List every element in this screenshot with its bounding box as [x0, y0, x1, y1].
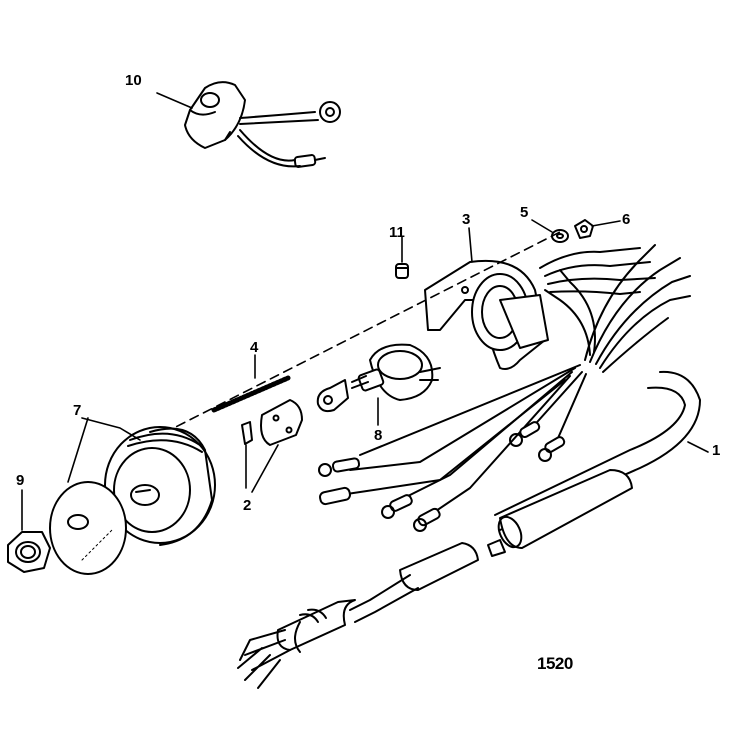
callout-8: 8 — [374, 427, 383, 444]
callout-3: 3 — [462, 211, 471, 228]
callout-9: 9 — [16, 472, 25, 489]
callout-2: 2 — [243, 497, 252, 514]
callout-4: 4 — [250, 339, 259, 356]
callout-1: 1 — [712, 442, 721, 459]
part-9-nut — [7, 531, 51, 573]
part-7-housing — [104, 426, 216, 546]
leader-lines — [21, 92, 709, 531]
part-8-ignition-switch — [316, 343, 441, 413]
part-6-nut — [574, 219, 594, 239]
callout-5: 5 — [520, 204, 529, 221]
part-4-spring — [211, 375, 291, 413]
callout-7: 7 — [73, 402, 82, 419]
part-1-wiring-harness — [237, 244, 701, 689]
part-3-bracket — [424, 259, 549, 370]
part-5-washer — [551, 229, 569, 243]
part-7-decal-plate — [49, 481, 127, 575]
assembly-center-line — [149, 231, 561, 441]
part-11-sleeve — [395, 263, 409, 279]
part-10-sensor — [184, 81, 341, 168]
figure-number: 1520 — [537, 654, 573, 673]
callout-10: 10 — [125, 72, 142, 89]
callout-11: 11 — [389, 224, 405, 241]
callout-6: 6 — [622, 211, 631, 228]
part-2-clip-plate — [241, 399, 303, 446]
